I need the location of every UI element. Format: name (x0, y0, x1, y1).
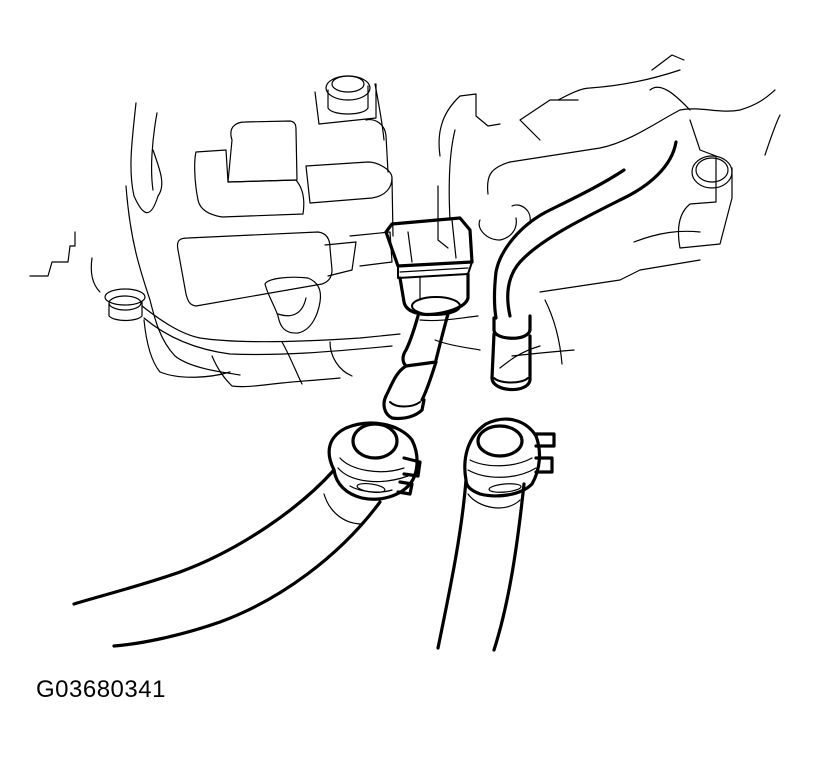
case-housing (29, 54, 781, 388)
right-hose-with-clamp (436, 417, 556, 652)
hex-fitting (384, 216, 474, 317)
right-pipe-stub (490, 140, 678, 392)
left-hose-with-clamp (72, 421, 422, 648)
figure-id-label: G03680341 (36, 676, 166, 703)
left-pipe-stub (382, 312, 450, 421)
